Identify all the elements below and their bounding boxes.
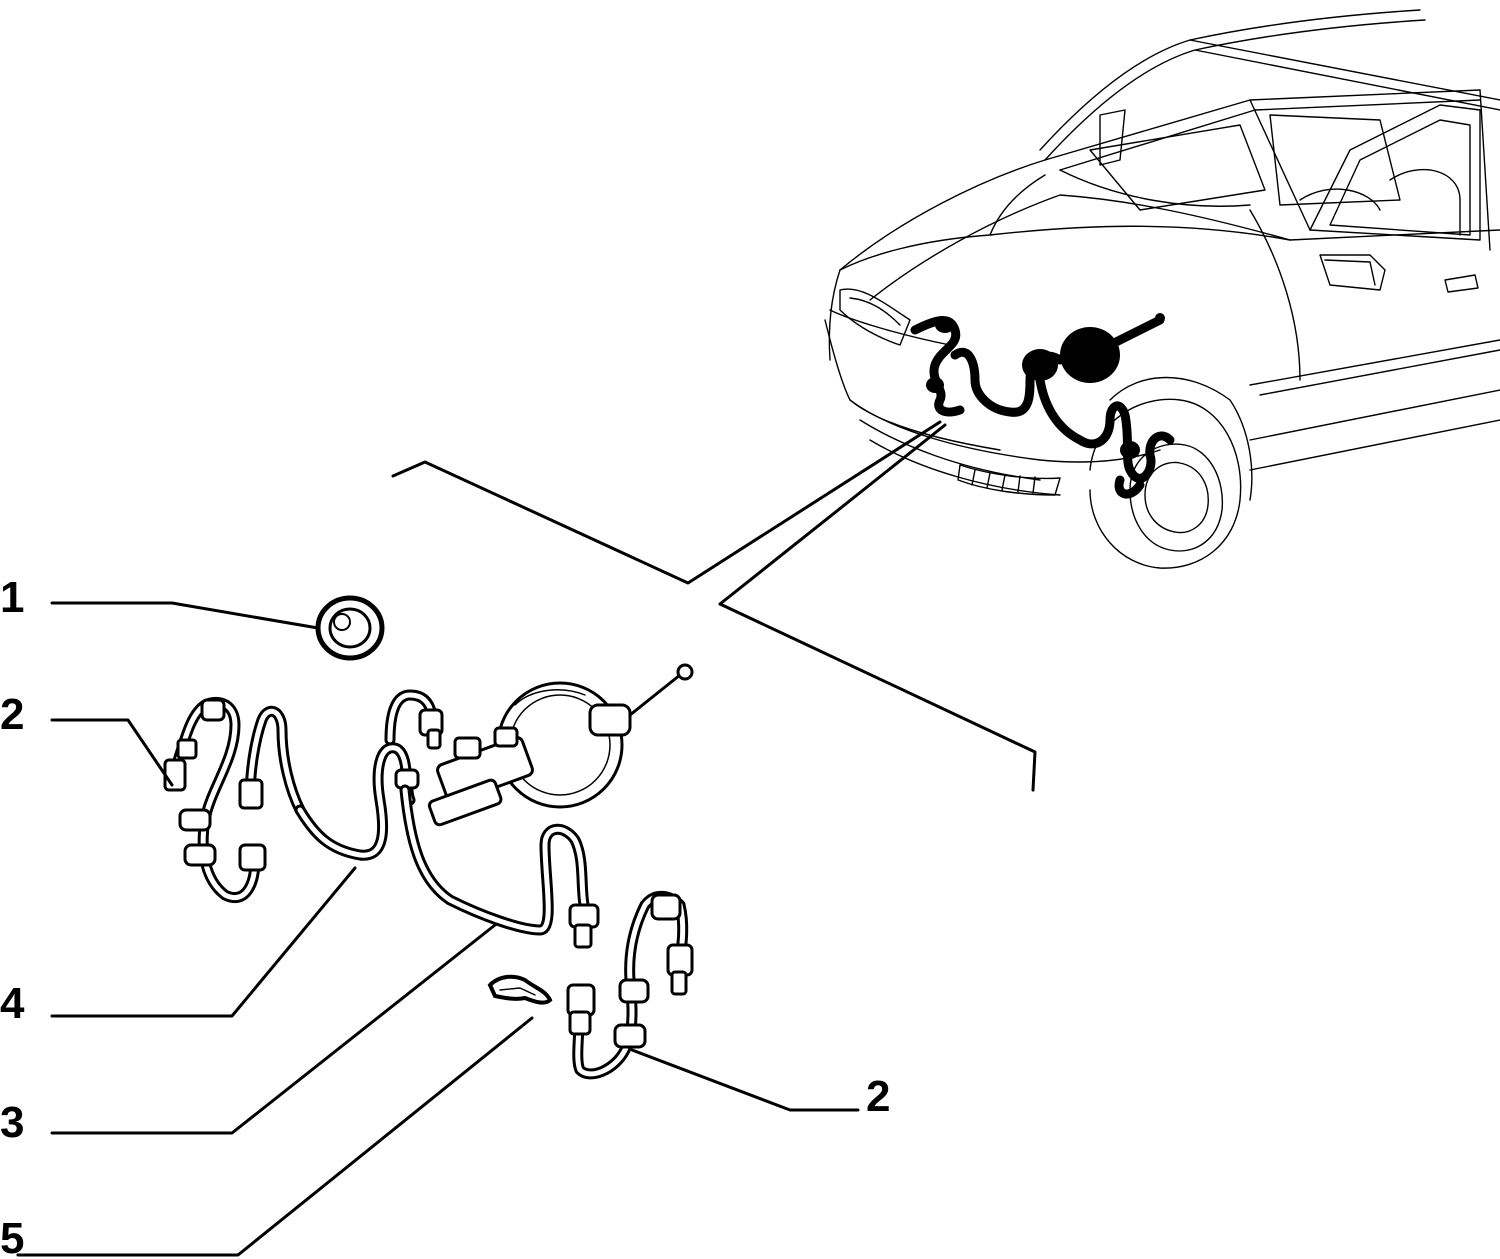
part-4-brake-pipe-long — [294, 689, 444, 861]
callout-4: 4 — [0, 979, 25, 1028]
callout-3: 3 — [0, 1098, 24, 1147]
callout-leaders — [16, 601, 860, 1257]
part-3-brake-pipe — [399, 784, 600, 949]
callout-2-right: 2 — [866, 1072, 890, 1121]
car-outline-illustration — [824, 9, 1500, 569]
brake-system-in-car — [910, 313, 1175, 499]
part-1-grommet — [315, 595, 385, 661]
part-2-brake-pipe-right — [566, 890, 694, 1080]
part-5-clip — [487, 974, 553, 1005]
part-2-brake-pipe-left — [163, 696, 306, 903]
callout-labels: 1 2 4 3 5 2 — [0, 573, 890, 1259]
exploded-view-bracket — [391, 420, 1037, 792]
master-cylinder-and-brake-booster — [427, 663, 694, 827]
callout-1: 1 — [0, 573, 24, 622]
callout-2-left: 2 — [0, 690, 24, 739]
callout-5: 5 — [0, 1214, 24, 1259]
